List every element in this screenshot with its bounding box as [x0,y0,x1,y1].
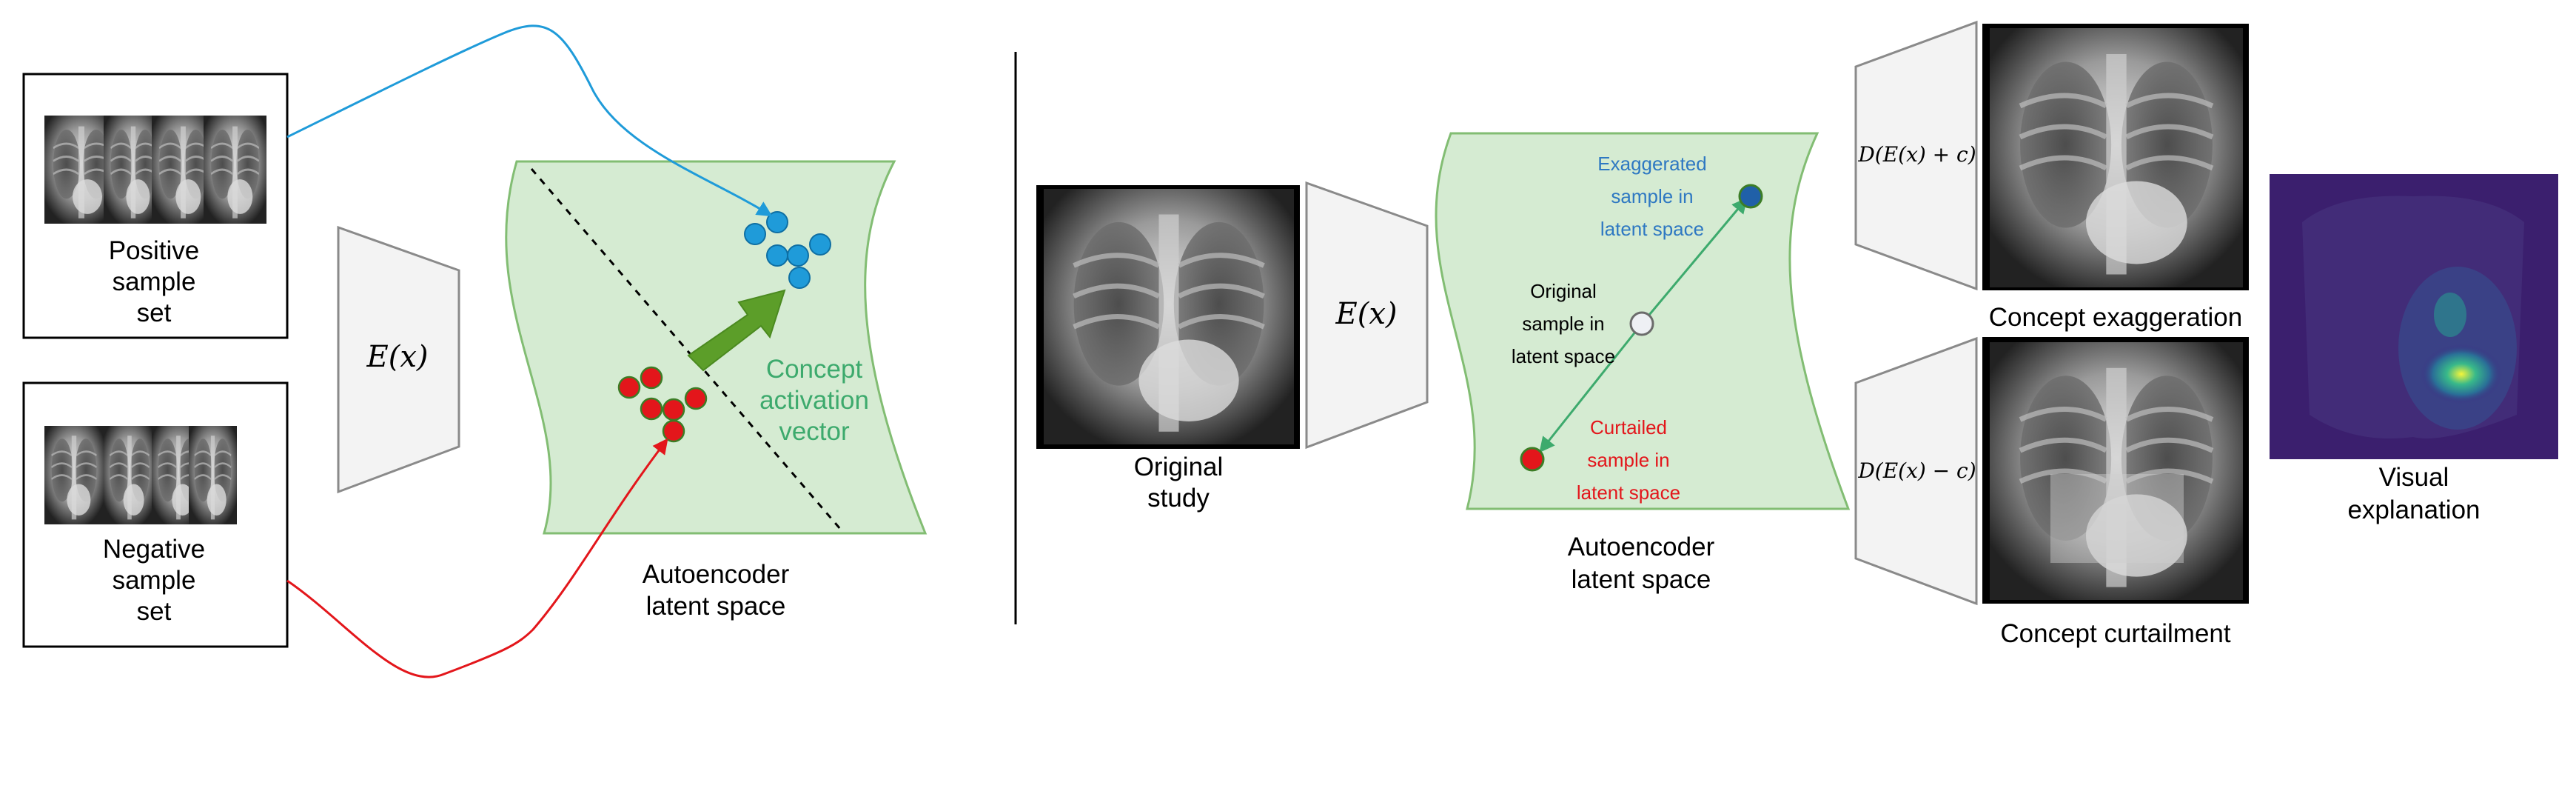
exaggerated-point [1738,184,1763,209]
decoder-minus-label: D(E(x) − c) [1857,458,1976,483]
decoder-plus-label: D(E(x) + c) [1857,142,1976,167]
visual-caption-line2: explanation [2347,496,2480,524]
curtailed-label-line1: Curtailed [1590,416,1667,438]
positive-cluster [744,211,831,289]
cav-arrow [687,289,786,372]
encoder-left-label: E(x) [366,340,429,374]
latent-traversal-line [1640,197,1748,324]
latent-left-caption-line1: Autoencoder [643,560,790,589]
positive-label-line2: sample [113,267,196,296]
encoder-right: E(x) [1305,181,1429,450]
negative-arrow [286,438,668,678]
positive-xray-thumbnails [43,114,268,225]
exaggeration-caption: Concept exaggeration [1989,303,2242,332]
original-study-image [1036,185,1300,449]
encoder-right-label: E(x) [1335,297,1398,331]
exaggerated-label-line3: latent space [1600,218,1704,240]
positive-sample-box: Positive sample set [22,73,289,339]
positive-arrow [286,24,773,217]
negative-sample-box: Negative sample set [22,381,289,648]
curtailed-label-line2: sample in [1587,449,1669,471]
exaggerated-label-line1: Exaggerated [1597,153,1706,175]
latent-space-right: Exaggerated sample in latent space Origi… [1435,132,1851,510]
original-caption-line1: Original [1134,453,1224,481]
negative-label-line1: Negative [103,535,205,564]
negative-label-line2: sample [113,566,196,595]
latent-left-caption-line2: latent space [646,592,786,621]
curtailed-point [1520,447,1545,472]
positive-label-line1: Positive [109,236,200,265]
curtailed-label-line3: latent space [1577,481,1680,504]
latent-traversal-line-down [1539,323,1643,453]
visual-explanation-image [2270,174,2558,459]
latent-right-caption-line1: Autoencoder [1568,533,1715,561]
latent-right-caption-line2: latent space [1572,565,1711,594]
negative-cluster [617,366,708,443]
original-caption-line2: study [1147,484,1210,513]
exaggerated-image [1982,24,2249,290]
decoder-plus: D(E(x) + c) [1854,20,1978,291]
encoder-left: E(x) [337,225,460,494]
cav-label-line1: Concept [766,355,863,384]
decoder-minus: D(E(x) − c) [1854,336,1978,606]
cav-label-line2: activation [759,386,869,415]
visual-caption-line1: Visual [2379,463,2449,492]
negative-xray-thumbnails [43,424,238,526]
original-label-line3: latent space [1512,345,1615,367]
curtailed-image [1982,337,2249,604]
latent-space-left: Concept activation vector [505,160,928,535]
curtailment-caption: Concept curtailment [2000,619,2231,648]
original-point [1629,311,1654,336]
exaggerated-label-line2: sample in [1611,185,1693,207]
original-label-line2: sample in [1522,313,1604,335]
negative-label-line3: set [137,597,172,626]
original-label-line1: Original [1530,280,1597,302]
positive-label-line3: set [137,298,172,327]
cav-label-line3: vector [779,417,850,446]
